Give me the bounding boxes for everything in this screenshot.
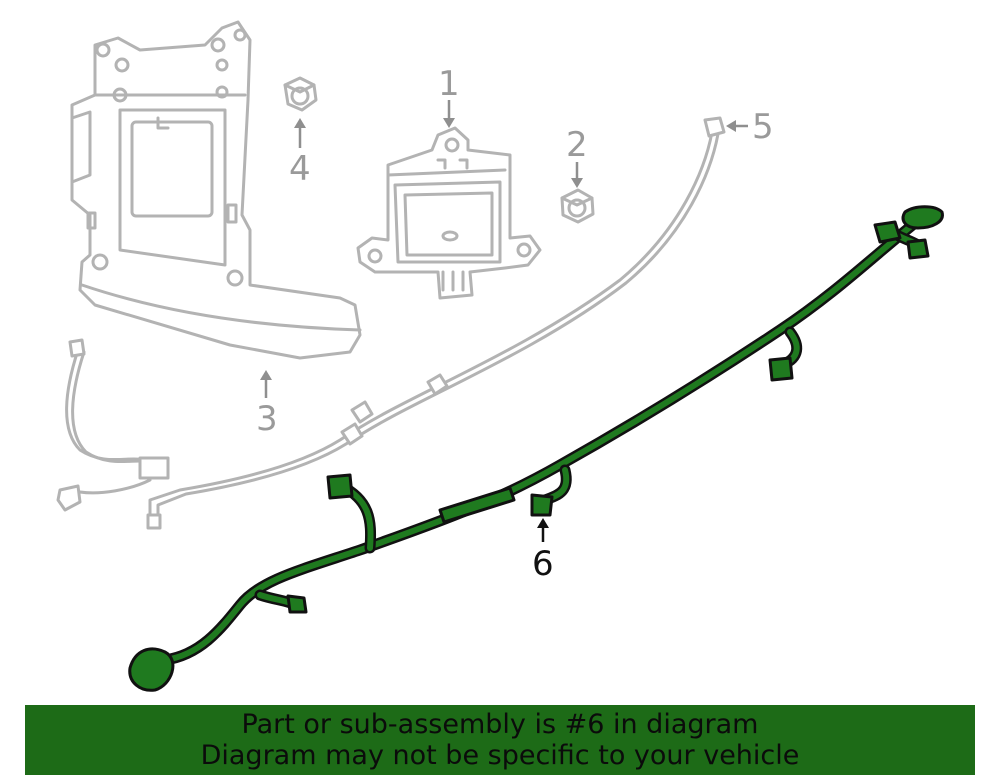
svg-text:3: 3	[256, 399, 278, 439]
svg-text:4: 4	[289, 149, 311, 189]
parts-diagram: 1 2 3 4 5 6	[56, 20, 944, 692]
info-banner: Part or sub-assembly is #6 in diagram Di…	[25, 705, 975, 775]
banner-line-2: Diagram may not be specific to your vehi…	[200, 740, 800, 771]
bracket-part-3	[70, 20, 362, 360]
nut-part-4	[283, 76, 318, 112]
wire-harness-part-6	[128, 205, 944, 692]
module-part-1	[356, 126, 542, 300]
svg-text:2: 2	[566, 125, 588, 165]
svg-text:6: 6	[532, 544, 554, 584]
callout-5: 5	[726, 107, 774, 147]
nut-part-2	[560, 188, 595, 224]
svg-text:1: 1	[438, 64, 460, 104]
svg-text:5: 5	[752, 107, 774, 147]
cable-part-5	[56, 116, 726, 530]
banner-line-1: Part or sub-assembly is #6 in diagram	[241, 709, 759, 740]
callout-4: 4	[289, 118, 311, 189]
callout-1: 1	[438, 64, 460, 128]
callout-2: 2	[566, 125, 588, 188]
callout-3: 3	[256, 370, 278, 439]
callout-6: 6	[532, 518, 554, 584]
